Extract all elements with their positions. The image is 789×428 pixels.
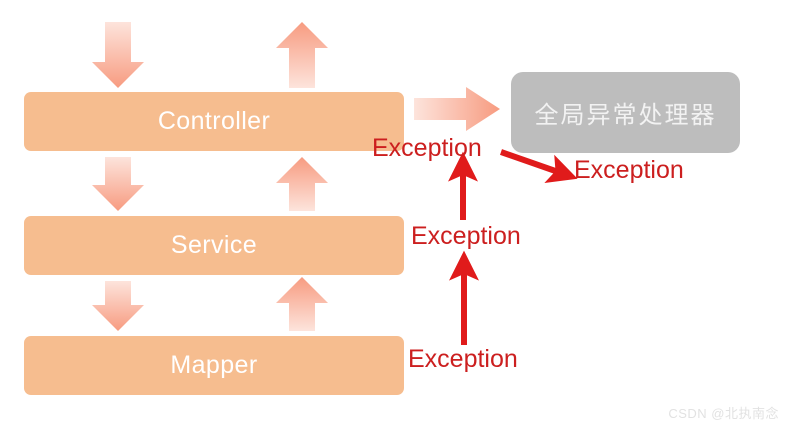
- layer-label-service: Service: [170, 231, 258, 259]
- down-arrow-into-controller: [92, 22, 144, 88]
- csdn-watermark: CSDN @北执南念: [668, 406, 779, 421]
- down-arrow-controller-to-service: [92, 157, 144, 211]
- exception-label-to-handler: Exception: [574, 156, 684, 184]
- layer-bar-mapper[interactable]: Mapper: [24, 336, 404, 395]
- up-arrow-mapper-to-service: [276, 277, 328, 331]
- red-arrow-controller-to-handler-output: [500, 149, 578, 184]
- exception-label-from-mapper: Exception: [408, 345, 518, 373]
- layer-bar-service[interactable]: Service: [24, 216, 404, 275]
- up-arrow-out-of-controller: [276, 22, 328, 88]
- down-arrow-service-to-mapper: [92, 281, 144, 331]
- right-arrow-controller-to-handler: [414, 87, 500, 131]
- layer-label-controller: Controller: [157, 107, 271, 135]
- global-exception-handler-label: 全局异常处理器: [534, 102, 717, 129]
- exception-label-from-controller: Exception: [372, 134, 482, 162]
- up-arrow-service-to-controller: [276, 157, 328, 211]
- exception-label-from-service: Exception: [411, 222, 521, 250]
- layer-label-mapper: Mapper: [170, 351, 258, 379]
- global-exception-handler-box[interactable]: 全局异常处理器: [511, 72, 740, 153]
- layer-bar-controller[interactable]: Controller: [24, 92, 404, 151]
